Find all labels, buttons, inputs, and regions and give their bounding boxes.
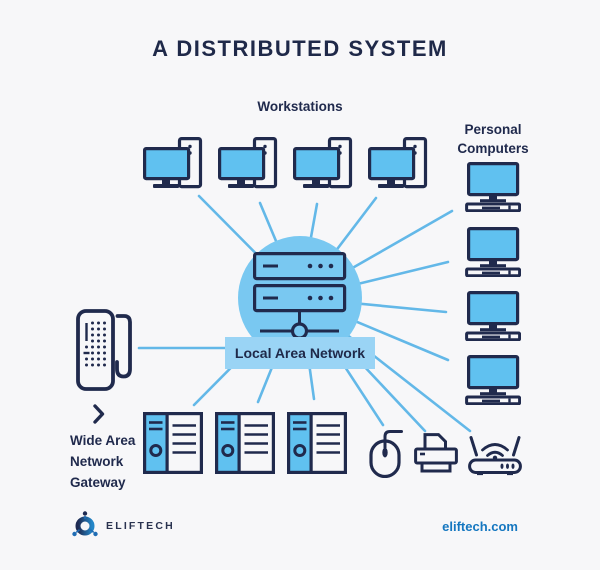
wan-gateway-label-line1: Wide Area	[70, 433, 136, 448]
workstation-icon	[143, 137, 203, 191]
wan-gateway-label-line3: Gateway	[70, 475, 126, 490]
workstations-label: Workstations	[257, 99, 343, 114]
website-link[interactable]: eliftech.com	[442, 519, 518, 534]
phone-icon	[76, 308, 138, 392]
pc-icon	[465, 162, 521, 212]
wan-gateway-label: Wide Area Network Gateway	[70, 430, 190, 493]
personal-computers-label: Personal Computers	[437, 120, 549, 158]
eliftech-logo-icon	[72, 511, 98, 537]
workstation-icon	[218, 137, 278, 191]
chevron-right-icon	[93, 404, 105, 424]
workstation-icon	[293, 137, 353, 191]
eliftech-brand-text: ELIFTECH	[106, 520, 175, 532]
server-cabinet-icon	[215, 412, 275, 474]
lan-banner: Local Area Network	[225, 337, 375, 369]
personal-computers-label-line2: Computers	[457, 141, 529, 156]
workstation-icon	[368, 137, 428, 191]
pc-icon	[465, 355, 521, 405]
wan-gateway-label-line2: Network	[70, 454, 124, 469]
pc-icon	[465, 227, 521, 277]
printer-icon	[414, 433, 458, 473]
page-title: A DISTRIBUTED SYSTEM	[152, 36, 448, 61]
personal-computers-label-line1: Personal	[464, 122, 522, 137]
router-icon	[468, 430, 522, 476]
lan-server-icon	[253, 252, 347, 340]
server-cabinet-icon	[287, 412, 347, 474]
pc-icon	[465, 291, 521, 341]
mouse-icon	[368, 428, 408, 478]
